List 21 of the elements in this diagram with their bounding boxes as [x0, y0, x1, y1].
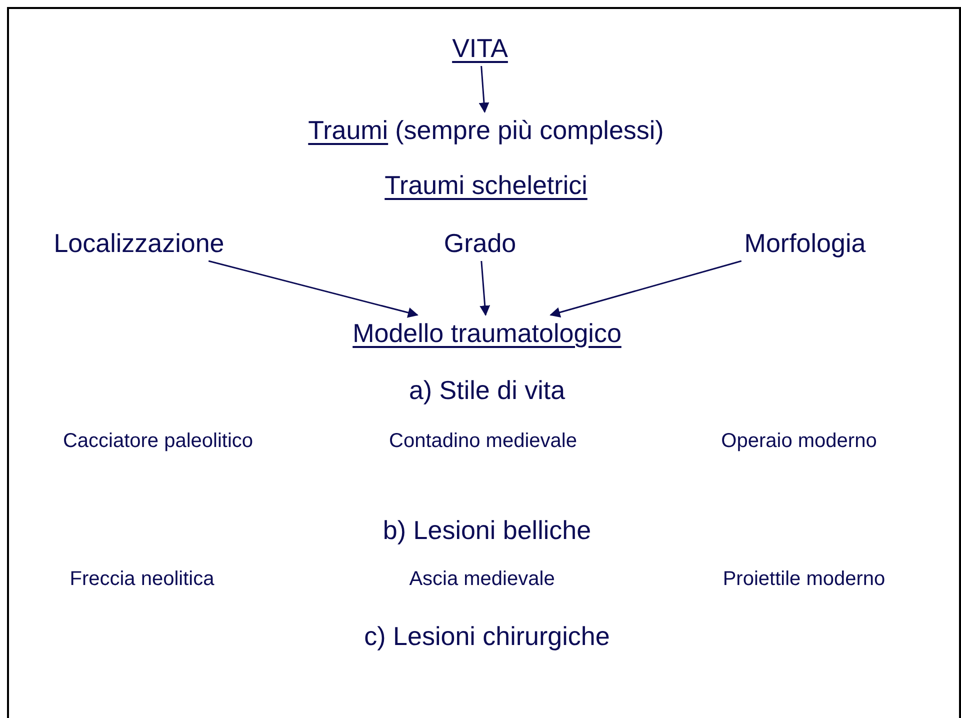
section-heading: b) Lesioni belliche [382, 515, 592, 545]
example-text: Cacciatore paleolitico [62, 429, 254, 453]
example-text: Proiettile moderno [722, 567, 886, 591]
section-heading: c) Lesioni chirurgiche [364, 621, 610, 651]
node-text: (sempre più complessi) [395, 115, 664, 145]
node-text: Localizzazione [54, 228, 224, 258]
underlined-heading: Modello traumatologico [352, 318, 622, 348]
example-text: Freccia neolitica [70, 567, 214, 591]
underlined-heading: Traumi [308, 115, 388, 145]
node-text: Grado [444, 228, 516, 258]
underlined-heading: Traumi scheletrici [384, 170, 588, 200]
example-text: Contadino medievale [389, 429, 577, 453]
example-text: Ascia medievale [409, 567, 555, 591]
arrow [480, 260, 490, 316]
arrow [550, 260, 742, 318]
arrow [478, 66, 490, 114]
example-text: Operaio moderno [721, 429, 877, 453]
section-heading: a) Stile di vita [408, 375, 566, 405]
arrow [208, 260, 418, 318]
node-text: Morfologia [744, 228, 866, 258]
underlined-heading: VITA [452, 33, 508, 63]
